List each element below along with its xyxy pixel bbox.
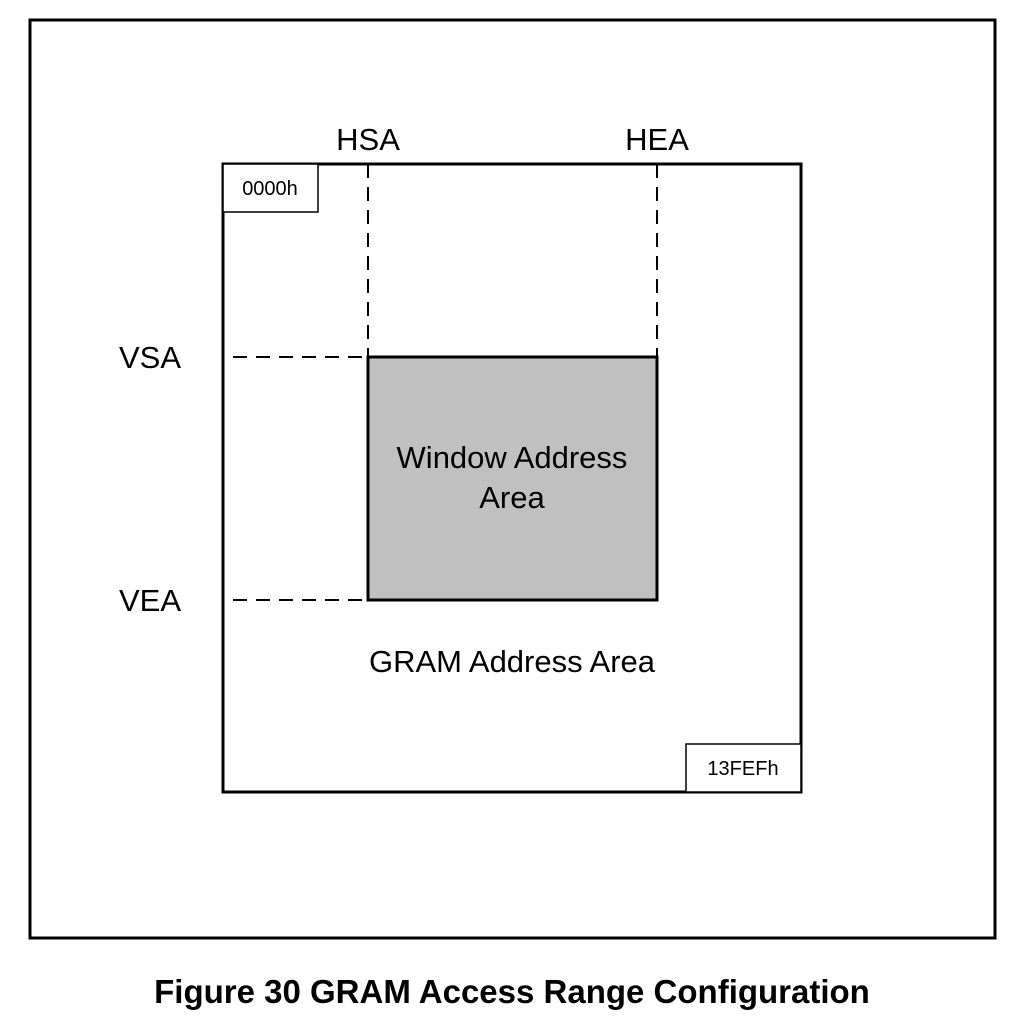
- hea-label: HEA: [625, 122, 689, 157]
- figure-caption: Figure 30 GRAM Access Range Configuratio…: [154, 973, 870, 1010]
- hsa-label: HSA: [336, 122, 400, 157]
- start-address-box: [222, 163, 319, 213]
- window-address-area-box: [366, 355, 659, 602]
- end-address-label: 13FEFh: [707, 758, 778, 780]
- gram-address-area-label: GRAM Address Area: [369, 644, 656, 679]
- end-address-box: [685, 743, 802, 793]
- vsa-label: VSA: [119, 340, 181, 375]
- window-address-area-label-line2: Area: [479, 480, 545, 515]
- start-address-label: 0000h: [242, 178, 298, 200]
- vea-label: VEA: [119, 583, 181, 618]
- window-address-area-label-line1: Window Address: [397, 440, 628, 475]
